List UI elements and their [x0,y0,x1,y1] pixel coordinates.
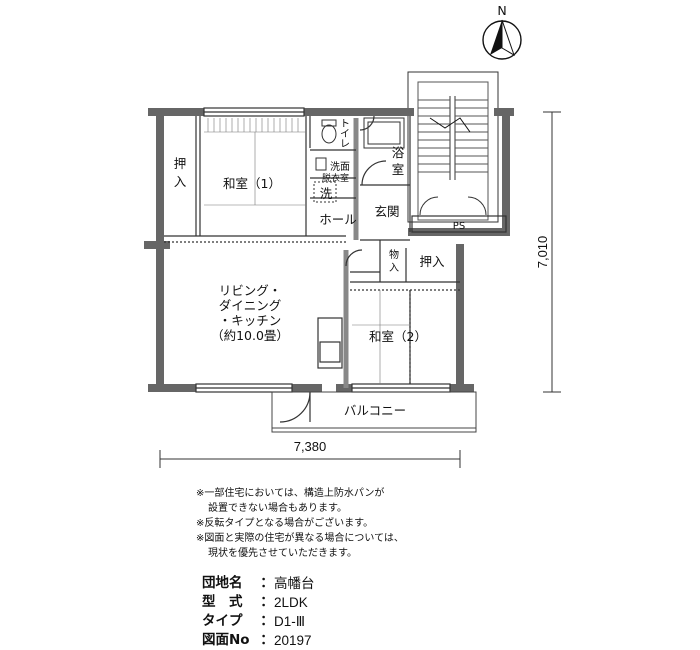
oshiire-1-label-b: 入 [174,174,187,189]
property-info: 団地名：高幡台 型 式：2LDK タイプ：D1-Ⅲ 図面No：20197 [202,574,315,650]
yokushitsu-label-b: 室 [392,162,405,177]
height-dimension: 7,010 [535,236,550,269]
toilet-label-c: レ [340,139,350,150]
info-value: 20197 [274,633,312,648]
balcony-label: バルコニー [344,403,406,418]
note-line: ※図面と実際の住宅が異なる場合については、 [196,533,404,544]
walls [144,108,514,392]
info-row-danchi: 団地名：高幡台 [202,575,315,591]
info-value: 2LDK [274,595,308,610]
note-line: ※一部住宅においては、構造上防水パンが [196,488,385,499]
info-value: D1-Ⅲ [274,614,306,629]
ps-label: PS [453,221,465,232]
oshiire-2-label: 押入 [419,254,445,269]
info-key: 型 式 [202,594,243,610]
info-key: タイプ [202,613,243,629]
ldk-label-a: リビング・ [219,283,282,298]
note-line: ※反転タイプとなる場合がございます。 [196,518,374,529]
info-row-style: タイプ：D1-Ⅲ [202,613,306,629]
info-row-drawing-no: 図面No：20197 [202,632,312,648]
ldk-label-b: ダイニング [219,298,282,313]
sentaku-label: 洗 [320,186,333,201]
dimension-lines [159,111,561,468]
tatami-pattern [204,118,410,384]
yokushitsu-label-a: 浴 [392,145,405,160]
info-key: 図面No [202,632,250,648]
washitsu-1-label: 和室（1） [223,176,281,191]
oshiire-1-label-a: 押 [174,156,187,171]
senmen-label-b: 脱衣室 [322,172,349,184]
info-value: 高幡台 [274,576,315,591]
notes: ※一部住宅においては、構造上防水パンが 設置できない場合もあります。 ※反転タイ… [196,486,404,561]
hall-label: ホール [319,212,357,227]
compass-icon: N [482,3,522,60]
ldk-label-c: ・キッチン [219,313,282,328]
width-dimension: 7,380 [294,439,327,454]
washitsu-2-label: 和室（2） [369,329,427,344]
note-line: 現状を優先させていただきます。 [208,548,357,559]
fixtures [313,117,405,203]
genkan-label: 玄関 [374,204,399,219]
info-key: 団地名 [202,575,243,591]
monoire-label-b: 入 [389,263,399,274]
toilet-label-b: イ [340,129,350,140]
stairwell [407,71,499,223]
floor-plan: N [144,3,561,468]
toilet-label-a: ト [340,119,350,130]
interior-lines [164,107,507,423]
monoire-label-a: 物 [389,248,399,261]
ldk-label-d: （約10.0畳） [211,328,289,343]
info-row-type: 型 式：2LDK [202,594,308,610]
balcony [271,391,477,433]
note-line: 設置できない場合もあります。 [208,503,347,514]
senmen-label-a: 洗面 [330,161,350,173]
compass-north-label: N [497,3,506,18]
